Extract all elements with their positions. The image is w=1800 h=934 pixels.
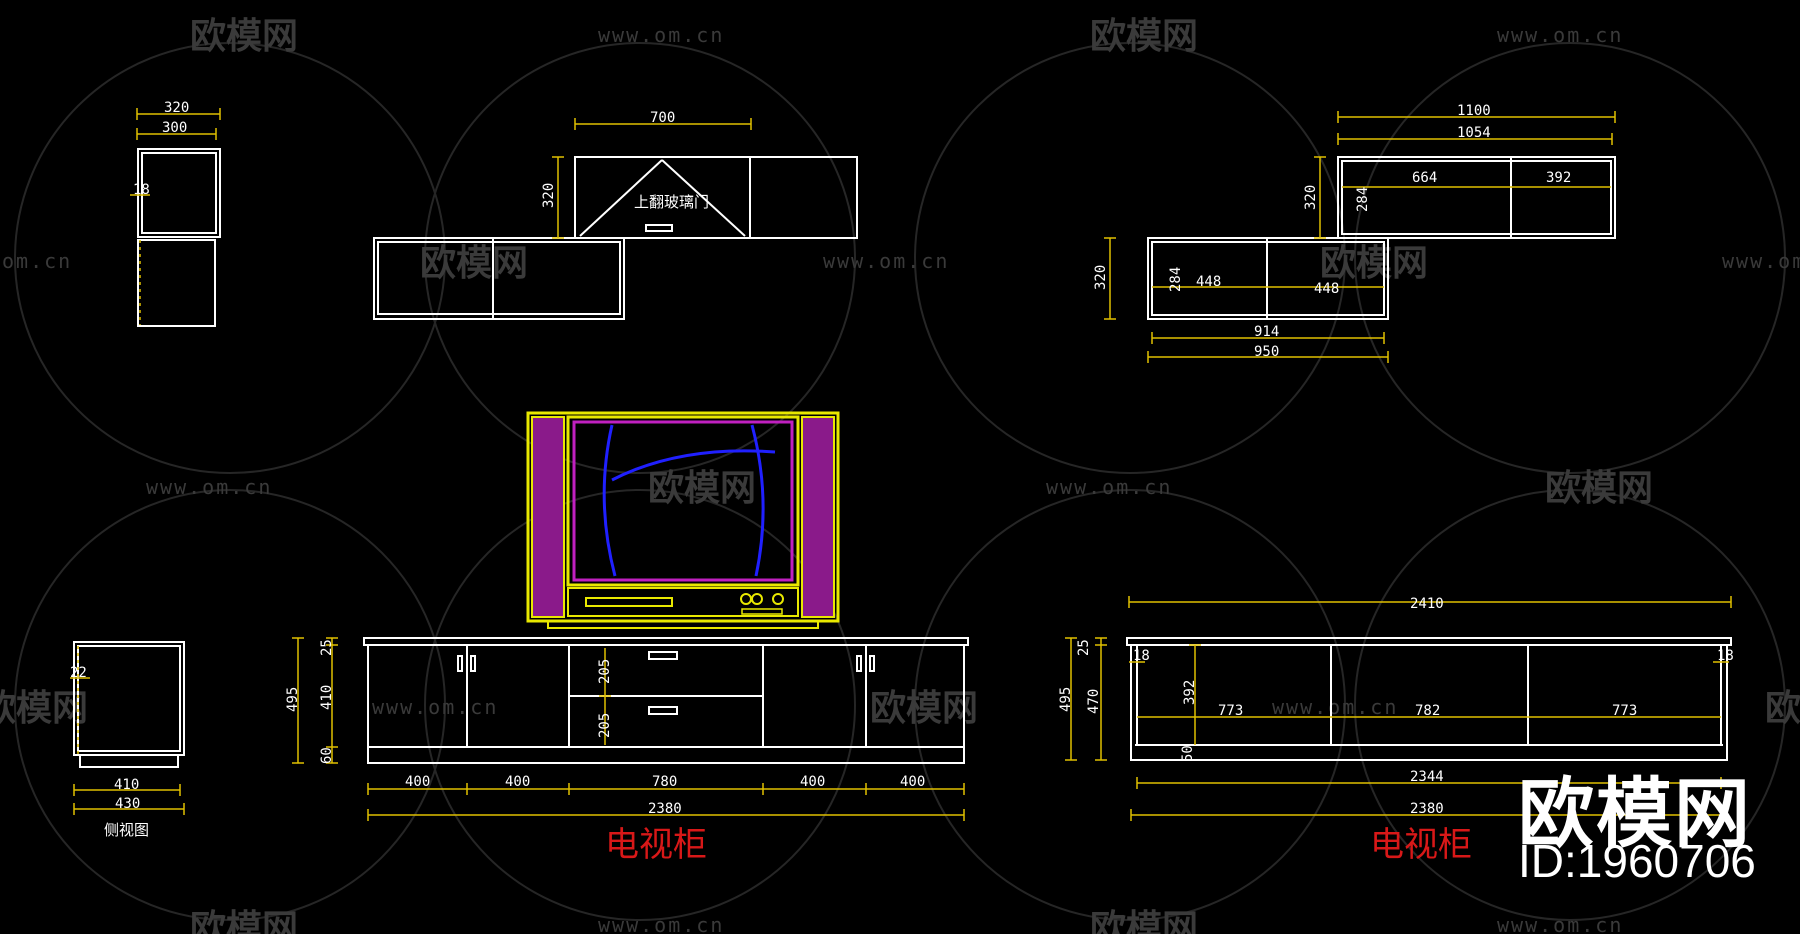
dim-label: 2410 [1410, 596, 1444, 612]
watermark-url: www.om.cn [823, 249, 949, 273]
dim-label: 782 [1415, 703, 1440, 719]
watermark-logo: 欧模网 [420, 243, 528, 284]
dim-label: 18 [1717, 648, 1734, 664]
watermark-url: www.om.cn [598, 23, 724, 47]
dim-label: 320 [541, 183, 557, 208]
dim-label: 60 [319, 747, 335, 764]
watermark-url: www.om.cn [598, 913, 724, 934]
watermark-url: www.om.cn [1497, 23, 1623, 47]
lower-left-side-view: 22 410 430 侧视图 [70, 641, 185, 839]
dim-label: 205 [597, 659, 613, 684]
dim-label: 50 [1180, 745, 1196, 762]
tv-cabinet-front-right: 25 495 470 50 18 392 18 773 782 773 2410… [1058, 596, 1734, 865]
dim-label: 664 [1412, 170, 1437, 186]
upper-right-front-view: 1100 1054 664 392 320 284 320 284 448 44… [1093, 103, 1616, 363]
dim-label: 205 [597, 713, 613, 738]
upper-left-front-view: 700 320 上翻玻璃门 [373, 110, 858, 320]
watermark-logo: 欧模网 [190, 16, 298, 57]
dim-label: 320 [1303, 185, 1319, 210]
dim-label: 400 [505, 774, 530, 790]
dim-label: 392 [1182, 680, 1198, 705]
dim-label: 1100 [1457, 103, 1491, 119]
dim-label: 300 [162, 120, 187, 136]
drawing-title: 电视柜 [605, 825, 707, 865]
watermark-logo: 欧模网 [648, 468, 756, 509]
watermark-arcs [14, 42, 1786, 921]
dim-label: 780 [652, 774, 677, 790]
watermark-logo: 欧模网 [1545, 468, 1653, 509]
watermark-url: www.om.cn [1722, 249, 1800, 273]
watermark-url: www.om.cn [1272, 695, 1398, 719]
brand-id: ID:1960706 [1518, 835, 1756, 887]
dim-label: 2344 [1410, 769, 1444, 785]
dim-label: 284 [1355, 187, 1371, 212]
dim-label: 284 [1168, 267, 1184, 292]
upper-left-side-view: 320 300 18 [130, 100, 221, 327]
watermark-logo: 欧模网 [1320, 243, 1428, 284]
dim-label: 400 [405, 774, 430, 790]
dim-label: 410 [114, 777, 139, 793]
watermark-url: www.om.cn [146, 475, 272, 499]
dim-label: 400 [800, 774, 825, 790]
drawing-title: 电视柜 [1370, 825, 1472, 865]
dim-label: 410 [319, 685, 335, 710]
dim-label: 495 [1058, 687, 1074, 712]
watermark-texts: 欧模网 www.om.cn 欧模网 www.om.cn om.cn 欧模网 ww… [0, 16, 1800, 934]
flap-door-label: 上翻玻璃门 [634, 193, 709, 211]
dim-label: 18 [133, 182, 150, 198]
watermark-url: om.cn [2, 249, 72, 273]
dim-label: 2380 [648, 801, 682, 817]
dim-label: 495 [285, 687, 301, 712]
watermark-url: www.om.cn [372, 695, 498, 719]
dim-label: 400 [900, 774, 925, 790]
watermark-logo: 欧模网 [1090, 16, 1198, 57]
watermark-logo: 欧模网 [870, 688, 978, 729]
dim-label: 25 [1076, 639, 1092, 656]
side-view-caption: 侧视图 [104, 821, 149, 839]
watermark-logo: 欧模网 [1090, 908, 1198, 934]
dim-label: 448 [1314, 281, 1339, 297]
watermark-url: www.om.cn [1046, 475, 1172, 499]
dim-label: 25 [319, 639, 335, 656]
dim-label: 430 [115, 796, 140, 812]
dim-label: 700 [650, 110, 675, 126]
dim-label: 1054 [1457, 125, 1491, 141]
brand-logo-text: 欧模网 [1518, 769, 1752, 858]
dim-label: 2380 [1410, 801, 1444, 817]
dim-label: 18 [1133, 648, 1150, 664]
dim-label: 773 [1612, 703, 1637, 719]
dim-label: 448 [1196, 274, 1221, 290]
dim-label: 773 [1218, 703, 1243, 719]
dim-label: 392 [1546, 170, 1571, 186]
dim-label: 22 [70, 665, 87, 681]
dim-label: 914 [1254, 324, 1279, 340]
watermark-logo: 欧模网 [1765, 688, 1800, 729]
watermark-url: www.om.cn [1497, 913, 1623, 934]
dim-label: 470 [1086, 689, 1102, 714]
dim-label: 320 [164, 100, 189, 116]
tv-cabinet-front-left: 25 495 410 60 205 205 400 400 780 400 40… [285, 637, 969, 865]
watermark-logo: 欧模网 [190, 908, 298, 934]
dim-label: 320 [1093, 265, 1109, 290]
television [526, 411, 840, 629]
dim-label: 950 [1254, 344, 1279, 360]
